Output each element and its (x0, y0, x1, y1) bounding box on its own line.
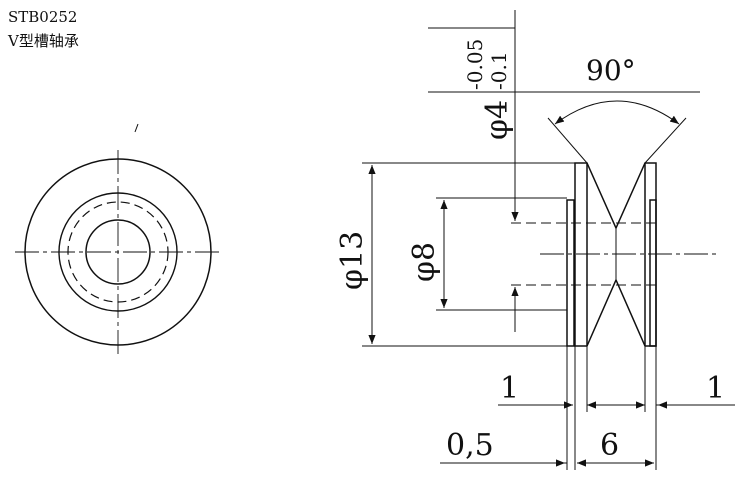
dimension-lines (362, 10, 735, 470)
offset-label: 0,5 (446, 428, 494, 463)
part-description: V型槽轴承 (8, 32, 79, 50)
flange-right-label: 1 (706, 371, 725, 406)
left-inner-race (566, 199, 575, 347)
model-code: STB0252 (8, 8, 78, 26)
front-view (15, 123, 222, 357)
width-label: 6 (600, 428, 619, 463)
angle-label: 90° (586, 54, 636, 87)
bore-diameter-label: φ4 (480, 100, 515, 140)
bore-tolerance-upper: -0.05 (463, 39, 487, 90)
side-view (511, 162, 720, 347)
dim-angle-arc (554, 100, 680, 125)
outer-diameter-label: φ13 (335, 231, 370, 290)
pencil-mark (134, 123, 139, 133)
flange-left-label: 1 (500, 371, 519, 406)
bore-tolerance-lower: -0.1 (487, 51, 511, 90)
bore-circle (85, 219, 151, 285)
right-inner-race (649, 199, 657, 347)
groove-root-diameter-label: φ8 (407, 242, 442, 282)
